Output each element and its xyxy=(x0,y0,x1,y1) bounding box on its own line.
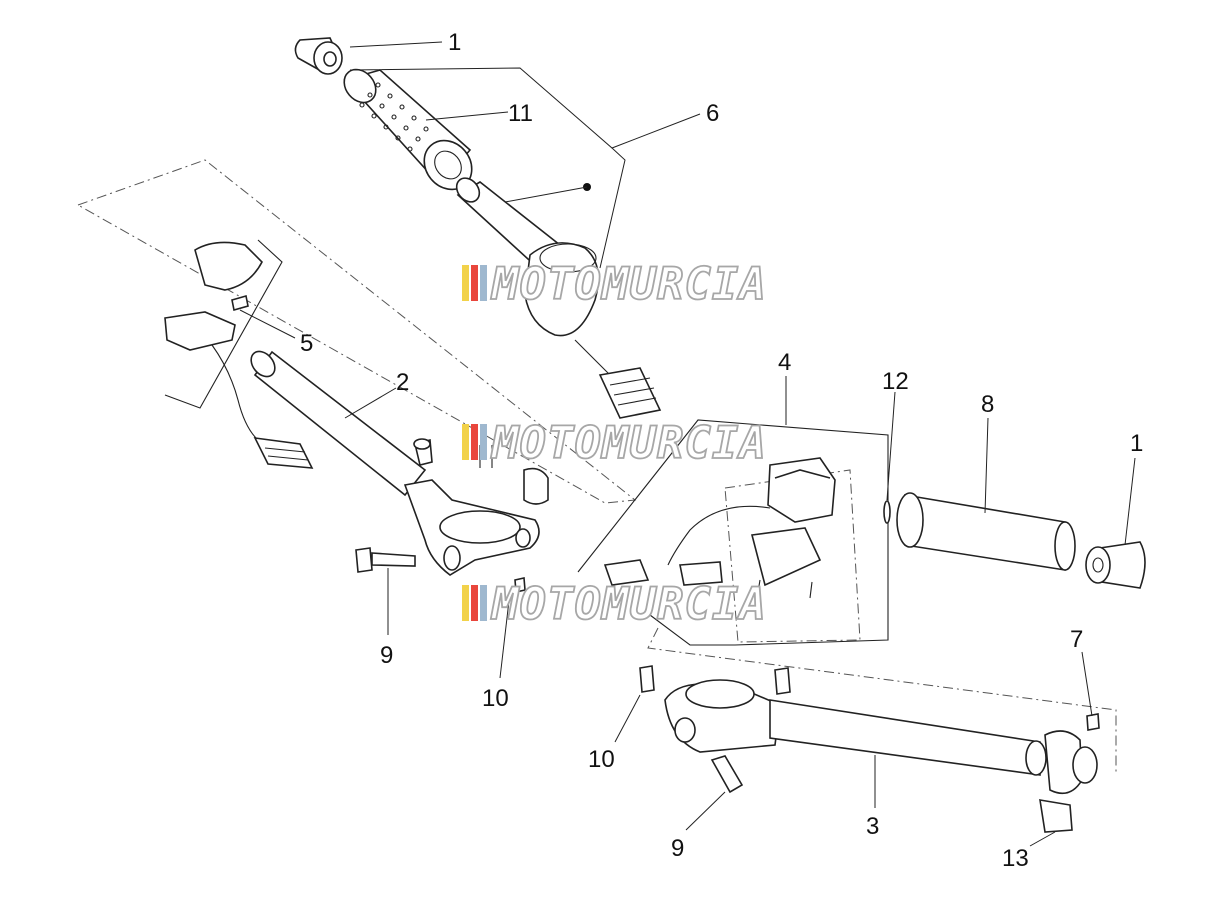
left-clip-on-handlebar xyxy=(250,350,540,576)
perforated-grip xyxy=(343,68,473,191)
right-switch-assembly xyxy=(577,419,889,646)
watermark-middle: MOTOMURCIA xyxy=(462,417,767,470)
callout-3: 3 xyxy=(866,813,879,840)
watermark-text: MOTOMURCIA xyxy=(490,579,767,630)
callout-2: 2 xyxy=(396,369,409,396)
callout-9-left: 9 xyxy=(380,642,393,669)
callout-6: 6 xyxy=(706,100,719,127)
left-fasteners xyxy=(355,438,549,593)
left-switch-assembly xyxy=(164,239,314,469)
callout-12: 12 xyxy=(882,368,909,395)
watermark-text: MOTOMURCIA xyxy=(490,259,767,310)
callout-labels: 1 11 6 5 2 4 12 8 1 9 10 7 10 3 9 13 xyxy=(300,29,1143,872)
callout-13: 13 xyxy=(1002,845,1029,872)
callout-10-right: 10 xyxy=(588,746,615,773)
callout-10-left: 10 xyxy=(482,685,509,712)
callout-5: 5 xyxy=(300,330,313,357)
watermark-text: MOTOMURCIA xyxy=(490,418,767,469)
callout-1-right: 1 xyxy=(1130,430,1143,457)
right-fasteners xyxy=(639,665,1100,794)
callout-9-right: 9 xyxy=(671,835,684,862)
watermark-top: MOTOMURCIA xyxy=(462,258,767,311)
leader-lines xyxy=(239,41,1136,847)
callout-4: 4 xyxy=(778,349,791,376)
callout-11: 11 xyxy=(508,100,533,127)
right-grip-set xyxy=(883,492,1146,589)
right-clip-on-handlebar xyxy=(664,679,1098,833)
watermark-bottom: MOTOMURCIA xyxy=(462,578,767,631)
throttle-tube xyxy=(455,177,662,419)
bar-end-weight-top xyxy=(294,37,343,75)
callout-1-top: 1 xyxy=(448,29,461,56)
callout-7: 7 xyxy=(1070,626,1083,653)
callout-8: 8 xyxy=(981,391,994,418)
